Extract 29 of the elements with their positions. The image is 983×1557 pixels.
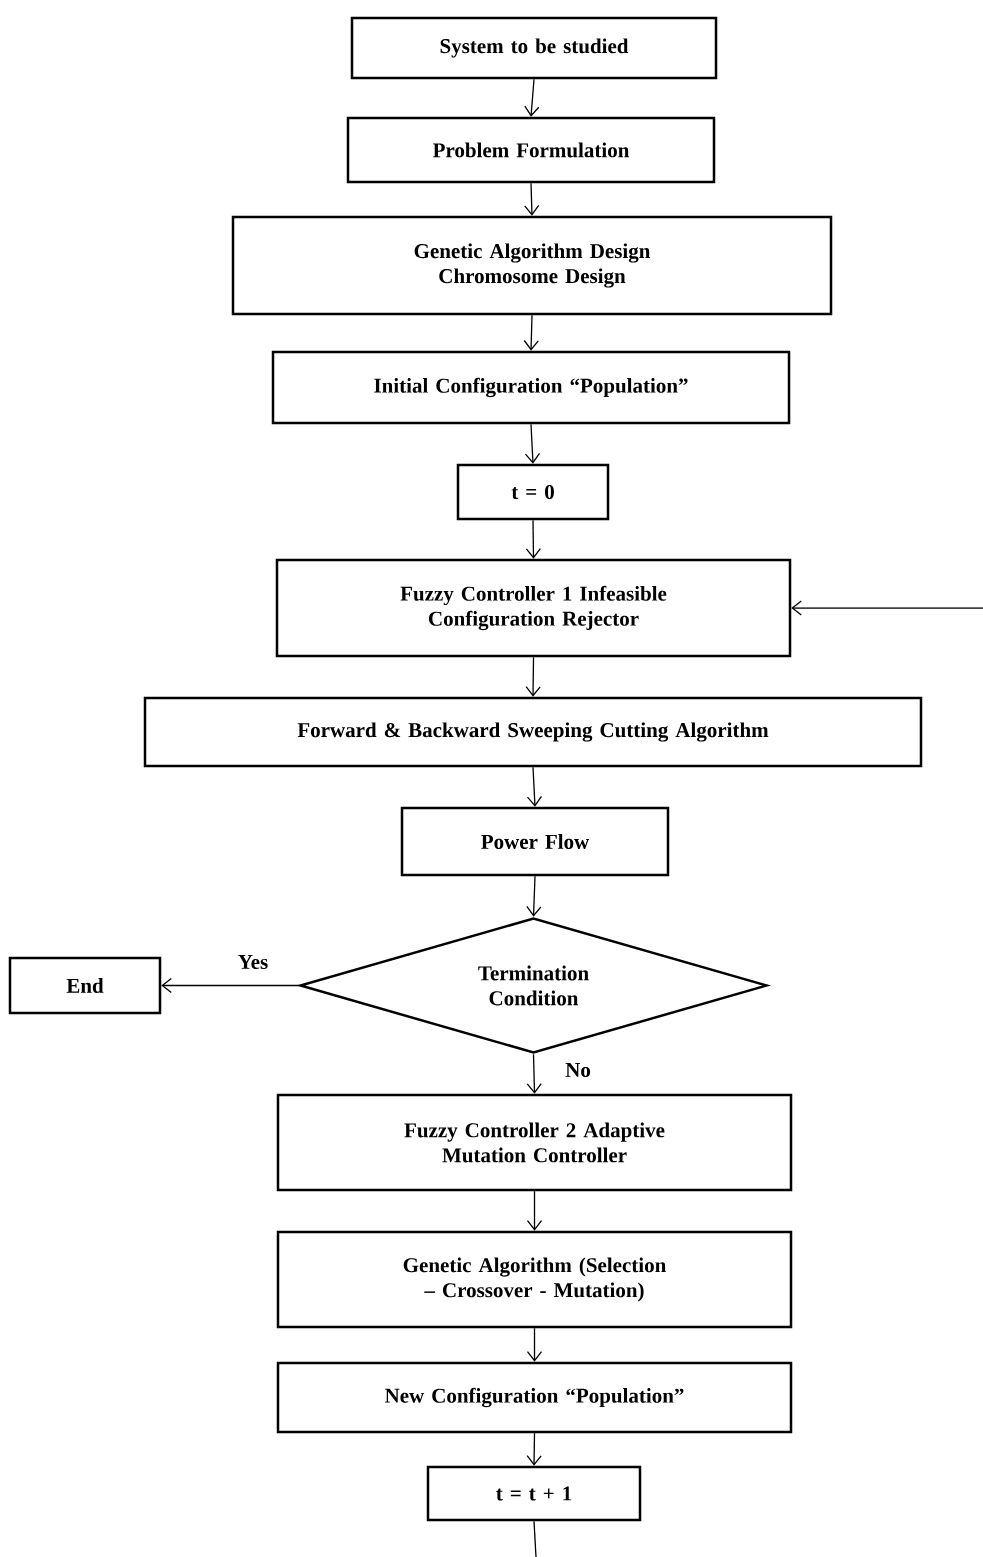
process-box: Fuzzy Controller 2 Adaptive Mutation Controller [276, 1093, 793, 1192]
arrow [526, 1190, 543, 1231]
arrow [526, 766, 543, 807]
process-box: Genetic Algorithm (Selection – Crossover - Mutation) [276, 1230, 793, 1329]
arrow [791, 600, 983, 616]
arrow [525, 656, 541, 697]
process-box: t = 0 [456, 463, 610, 521]
arrow [524, 78, 540, 117]
process-box: End [8, 956, 162, 1015]
arrow [161, 977, 300, 994]
arrow [525, 519, 541, 559]
arrow [526, 875, 542, 917]
process-box: Forward & Backward Sweeping Cutting Algorithm [143, 696, 923, 768]
edge-label: Yes [236, 954, 270, 970]
process-box: Genetic Algorithm Design Chromosome Design [231, 215, 833, 316]
arrow [523, 314, 539, 351]
arrow [524, 182, 540, 216]
process-box: Problem Formulation [346, 116, 716, 184]
process-box: t = t + 1 [426, 1465, 642, 1522]
edge-label: No [564, 1062, 592, 1078]
process-box: Initial Configuration “Population” [271, 350, 791, 425]
arrow [526, 1327, 543, 1362]
process-box: Power Flow [400, 806, 670, 877]
arrow [526, 1053, 542, 1094]
process-box: System to be studied [350, 16, 718, 80]
arrow [526, 1432, 542, 1466]
process-box: New Configuration “Population” [276, 1361, 793, 1434]
arrow [524, 423, 541, 464]
process-box: Fuzzy Controller 1 Infeasible Configuration Rejector [275, 558, 792, 658]
